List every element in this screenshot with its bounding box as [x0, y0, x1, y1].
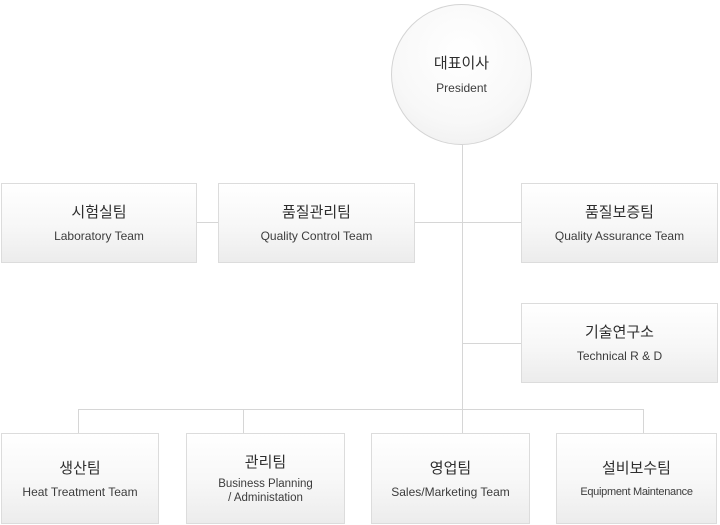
heat-treatment-team-ko: 생산팀 [59, 458, 101, 477]
sales-team-ko: 영업팀 [429, 458, 472, 477]
connector-trunk [462, 145, 463, 410]
equipment-team-ko: 설비보수팀 [601, 458, 671, 477]
president-title-en: President [436, 81, 487, 95]
sales-team-node: 영업팀 Sales/Marketing Team [371, 433, 530, 524]
management-team-ko: 관리팀 [244, 453, 287, 471]
technical-rd-node: 기술연구소 Technical R & D [521, 303, 718, 383]
connector-drop-1 [78, 409, 79, 433]
heat-treatment-team-node: 생산팀 Heat Treatment Team [1, 433, 159, 524]
connector-right-branch [463, 222, 521, 223]
connector-drop-2 [243, 409, 244, 433]
laboratory-team-en: Laboratory Team [54, 229, 144, 243]
technical-rd-en: Technical R & D [576, 349, 663, 363]
sales-team-en: Sales/Marketing Team [391, 484, 510, 499]
equipment-team-en: Equipment Maintenance [580, 485, 693, 498]
technical-rd-ko: 기술연구소 [584, 323, 654, 341]
management-team-en-line1: Business Planning [218, 478, 313, 490]
quality-control-team-ko: 품질관리팀 [281, 203, 351, 221]
president-title-ko: 대표이사 [433, 54, 490, 72]
president-node: 대표이사 President [391, 4, 532, 145]
connector-drop-4 [643, 409, 644, 433]
connector-rd-branch [463, 343, 521, 344]
connector-drop-3 [462, 409, 463, 433]
heat-treatment-team-en: Heat Treatment Team [22, 484, 138, 499]
management-team-node: 관리팀 Business Planning / Administation [186, 433, 345, 524]
equipment-team-node: 설비보수팀 Equipment Maintenance [556, 433, 717, 524]
quality-assurance-team-ko: 품질보증팀 [584, 203, 654, 221]
quality-control-team-node: 품질관리팀 Quality Control Team [218, 183, 415, 263]
quality-assurance-team-en: Quality Assurance Team [554, 229, 685, 243]
laboratory-team-ko: 시험실팀 [71, 203, 127, 221]
quality-control-team-en: Quality Control Team [260, 229, 373, 243]
connector-bottom-bar [78, 409, 644, 410]
management-team-en-line2: / Administation [228, 492, 303, 504]
laboratory-team-node: 시험실팀 Laboratory Team [1, 183, 197, 263]
quality-assurance-team-node: 품질보증팀 Quality Assurance Team [521, 183, 718, 263]
